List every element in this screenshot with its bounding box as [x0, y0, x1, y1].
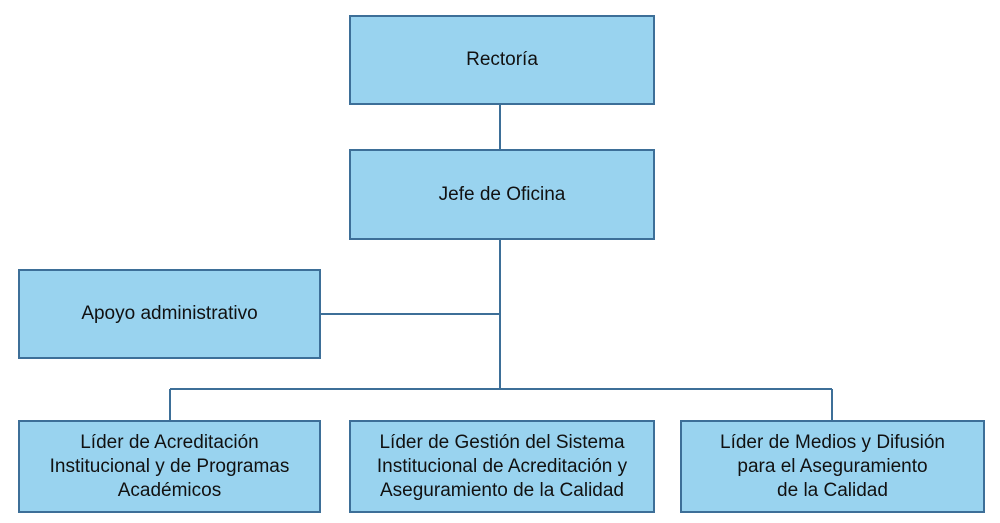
node-apoyo-administrativo: Apoyo administrativo: [18, 269, 321, 359]
node-label: Jefe de Oficina: [439, 183, 566, 207]
node-label: Líder de Gestión del Sistema Institucion…: [377, 431, 627, 503]
node-label-line: Rectoría: [466, 49, 538, 70]
node-jefe-de-oficina: Jefe de Oficina: [349, 149, 655, 240]
node-label: Rectoría: [466, 48, 538, 72]
node-label: Apoyo administrativo: [81, 302, 257, 326]
node-label: Líder de Medios y Difusión para el Asegu…: [720, 431, 945, 503]
node-label-line: Apoyo administrativo: [81, 303, 258, 324]
node-label-line: Líder de Medios y Difusión: [720, 431, 945, 453]
node-label-line: Jefe de Oficina: [438, 183, 566, 205]
node-label-line: Líder de Gestión del Sistema: [379, 431, 625, 453]
node-label-line: Institucional de Acreditación y: [376, 455, 628, 477]
node-rectoria: Rectoría: [349, 15, 655, 105]
node-label-line: Líder de Acreditación: [80, 431, 259, 453]
node-label-line: Aseguramiento de la Calidad: [380, 479, 624, 501]
node-lider-acreditacion: Líder de Acreditación Institucional y de…: [18, 420, 321, 513]
node-lider-medios: Líder de Medios y Difusión para el Asegu…: [680, 420, 985, 513]
node-label-line: Académicos: [117, 479, 222, 501]
node-lider-gestion: Líder de Gestión del Sistema Institucion…: [349, 420, 655, 513]
node-label-line: Institucional y de Programas: [49, 455, 290, 477]
node-label: Líder de Acreditación Institucional y de…: [50, 431, 290, 503]
node-label-line: de la Calidad: [777, 479, 888, 501]
node-label-line: para el Aseguramiento: [737, 455, 928, 477]
